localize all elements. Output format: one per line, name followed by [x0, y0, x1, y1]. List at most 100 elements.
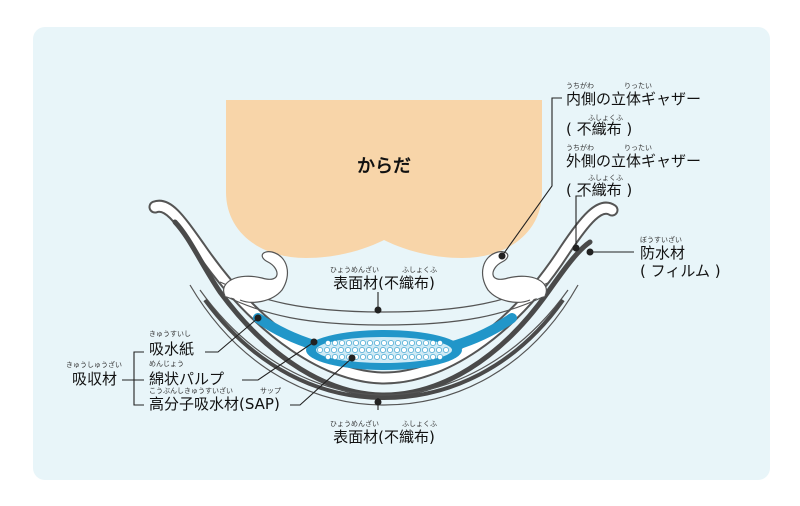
- sap-bead: [374, 354, 380, 360]
- sap-bead: [436, 347, 442, 353]
- dot-top-sheet: [374, 306, 382, 314]
- absorbent-material-ruby: きゅうしゅうざい: [66, 360, 122, 369]
- sap-bead: [395, 340, 401, 346]
- bracket-absorbent: [122, 351, 144, 406]
- dot-inner-gather: [498, 252, 506, 260]
- dot-bottom-sheet: [374, 398, 382, 406]
- bottom-dark-band: [203, 298, 565, 401]
- waterproof-material: ( フィルム ): [640, 262, 721, 280]
- sap-bead: [381, 354, 387, 360]
- sap-bead: [409, 340, 415, 346]
- leader-sap: [290, 357, 353, 406]
- sap-bead: [346, 340, 352, 346]
- inner-gather-ruby3: ふしょくふ: [588, 114, 623, 122]
- dot-pulp: [310, 338, 318, 346]
- sap-bead: [430, 340, 436, 346]
- outer-gather-label: 外側の立体ギャザー: [566, 152, 701, 170]
- sap-bead: [388, 354, 394, 360]
- outer-gather-ruby3: ふしょくふ: [588, 174, 623, 182]
- sap-bead: [352, 347, 358, 353]
- absorbent-material-label: 吸収材: [72, 370, 117, 388]
- inner-gather-right: [481, 251, 547, 303]
- sap-bead: [437, 354, 443, 360]
- sap-bead: [332, 340, 338, 346]
- sap-ruby1: こうぶんしきゅうすいざい: [149, 386, 233, 395]
- sap-bead: [374, 340, 380, 346]
- leader-pulp: [242, 341, 315, 381]
- sap-bead: [345, 347, 351, 353]
- body-shape: [226, 100, 542, 258]
- sap-bead: [423, 340, 429, 346]
- sap-bead: [325, 354, 331, 360]
- sap-bead: [360, 354, 366, 360]
- sap-bead: [395, 354, 401, 360]
- sap-bead: [360, 340, 366, 346]
- sap-bead: [388, 340, 394, 346]
- sap-bead: [373, 347, 379, 353]
- dot-sap: [348, 354, 356, 362]
- sap-bead: [367, 340, 373, 346]
- waterproof-label: 防水材: [640, 244, 685, 262]
- absorbent-paper-ruby: きゅうすいし: [149, 330, 191, 338]
- sap-bead: [367, 354, 373, 360]
- leader-absorbent-paper: [205, 317, 259, 353]
- sap-bead: [408, 347, 414, 353]
- inner-gather-label: 内側の立体ギャザー: [566, 90, 701, 108]
- sap-bead: [359, 347, 365, 353]
- sap-bead: [394, 347, 400, 353]
- sap-bead: [416, 340, 422, 346]
- waterproof-ruby: ぼうすいざい: [640, 235, 682, 244]
- inner-gather-material: ( 不織布 ): [566, 120, 632, 138]
- sap-bead: [402, 354, 408, 360]
- outer-shell: [150, 201, 617, 383]
- fluff-pulp-ruby: めんじょう: [149, 360, 184, 368]
- sap-bead: [325, 340, 331, 346]
- dot-absorbent-paper: [254, 314, 262, 322]
- bottom-sheet-ruby2: ふしょくふ: [402, 420, 437, 428]
- top-sheet-ruby1: ひょうめんざい: [330, 265, 379, 274]
- sap-bead: [339, 340, 345, 346]
- sap-bead: [423, 354, 429, 360]
- background-panel: [33, 27, 770, 480]
- sap-bead: [381, 340, 387, 346]
- sap-bead: [402, 340, 408, 346]
- sap-bead: [317, 347, 323, 353]
- inner-gather-ruby2: りったい: [624, 82, 652, 90]
- bottom-sheet-label: 表面材(不織布): [333, 428, 435, 446]
- sap-bead: [380, 347, 386, 353]
- sap-label: 高分子吸水材(SAP): [149, 395, 280, 413]
- bottom-surface-sheet: [199, 289, 569, 396]
- sap-bead: [443, 347, 449, 353]
- outer-gather-material: ( 不織布 ): [566, 181, 632, 199]
- bottom-surface-sheet-outer: [189, 284, 579, 406]
- sap-bead: [366, 347, 372, 353]
- sap-bead: [338, 347, 344, 353]
- sap-bead: [422, 347, 428, 353]
- sap-bead: [430, 354, 436, 360]
- sap-bead: [324, 347, 330, 353]
- leader-inner-gather: [501, 97, 562, 257]
- leader-outer-gather: [575, 195, 582, 248]
- sap-bead: [332, 354, 338, 360]
- outer-gather-ruby2: りったい: [624, 144, 652, 152]
- dot-outer-gather: [572, 244, 580, 252]
- top-sheet-label: 表面材(不織布): [333, 274, 435, 292]
- sap-bead: [387, 347, 393, 353]
- sap-bead: [409, 354, 415, 360]
- top-surface-sheet-2: [224, 295, 546, 326]
- sap-bead: [437, 340, 443, 346]
- absorbent-paper-label: 吸水紙: [149, 340, 194, 358]
- fluff-pulp-label: 綿状パルプ: [149, 370, 224, 388]
- bottom-sheet-ruby1: ひょうめんざい: [330, 419, 379, 428]
- inner-gather-left: [223, 251, 289, 303]
- sap-bead: [415, 347, 421, 353]
- sap-bead: [401, 347, 407, 353]
- top-sheet-ruby2: ふしょくふ: [402, 266, 437, 274]
- dot-waterproof: [586, 248, 594, 256]
- outer-gather-ruby1: うちがわ: [566, 143, 594, 152]
- sap-bead: [339, 354, 345, 360]
- sap-bead: [429, 347, 435, 353]
- sap-bead: [416, 354, 422, 360]
- inner-gather-ruby1: うちがわ: [566, 81, 594, 90]
- sap-bead: [353, 340, 359, 346]
